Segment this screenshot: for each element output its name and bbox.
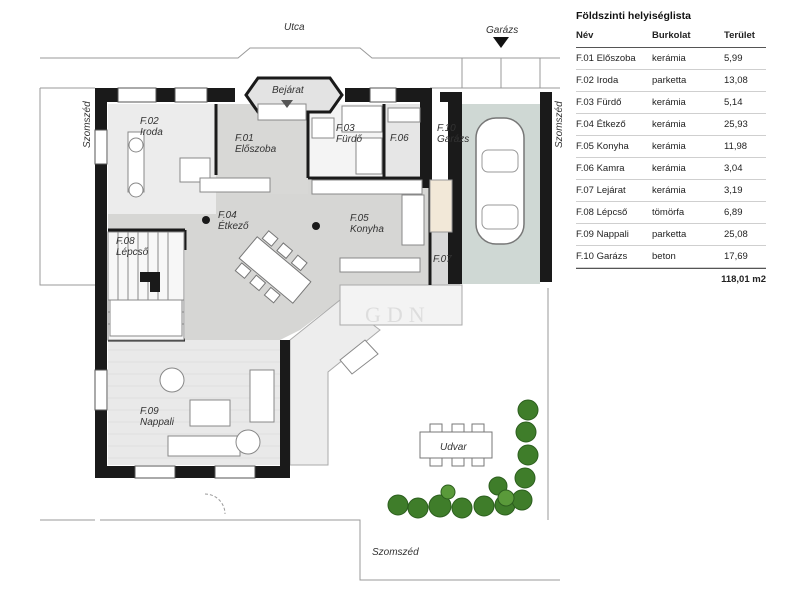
row-area: 5,99	[724, 47, 766, 70]
room-f02-name: Iroda	[140, 127, 163, 138]
deck-chair	[339, 339, 379, 375]
dining-table	[234, 230, 312, 304]
room-f08-code: F.08	[116, 236, 135, 247]
room-f08-name: Lépcső	[116, 247, 149, 258]
room-f02-code: F.02	[140, 116, 159, 127]
garage-entry-label: Garázs	[486, 25, 518, 36]
fence-left	[39, 88, 95, 286]
row-name: F.02 Iroda	[576, 69, 652, 92]
neighbor-left-label: Szomszéd	[82, 101, 93, 148]
row-floor: parketta	[652, 223, 724, 246]
entrance-label: Bejárat	[272, 85, 305, 96]
row-area: 13,08	[724, 69, 766, 92]
row-area: 3,19	[724, 179, 766, 202]
garden-table	[419, 423, 493, 467]
row-floor: parketta	[652, 69, 724, 92]
row-name: F.04 Étkező	[576, 113, 652, 136]
floor-plan: GDN Utca Garázs Bejárat Szomszéd Szomszé…	[39, 22, 565, 581]
room-list-panel: Földszinti helyiséglista Név Burkolat Te…	[576, 10, 766, 285]
watermark: GDN	[365, 302, 431, 327]
room-f07-code: F.07	[433, 254, 452, 265]
column-2	[312, 222, 320, 230]
door-swing	[204, 493, 226, 515]
row-area: 6,89	[724, 201, 766, 224]
row-area: 11,98	[724, 135, 766, 158]
row-name: F.03 Fürdő	[576, 91, 652, 114]
room-f01-name: Előszoba	[235, 144, 277, 155]
row-name: F.09 Nappali	[576, 223, 652, 246]
room-list-header-row: Név Burkolat Terület	[576, 30, 766, 48]
kitchen-terrace	[339, 284, 463, 326]
garage-stair	[429, 179, 453, 233]
row-floor: kerámia	[652, 135, 724, 158]
row-floor: kerámia	[652, 179, 724, 202]
room-f10-code: F.10	[437, 123, 456, 134]
room-f05-code: F.05	[350, 213, 369, 224]
row-name: F.07 Lejárat	[576, 179, 652, 202]
windows	[94, 87, 397, 479]
row-area: 17,69	[724, 245, 766, 268]
street-label: Utca	[284, 22, 305, 33]
room-f10-name: Garázs	[437, 134, 469, 145]
room-f06-code: F.06	[390, 133, 409, 144]
room-f03-name: Fürdő	[336, 134, 363, 145]
column-1	[202, 216, 210, 224]
row-name: F.08 Lépcső	[576, 201, 652, 224]
neighbor-right-label: Szomszéd	[554, 101, 565, 148]
room-f04-code: F.04	[218, 210, 237, 221]
row-floor: tömörfa	[652, 201, 724, 224]
car-icon	[475, 117, 525, 245]
room-f09-code: F.09	[140, 406, 159, 417]
header-area: Terület	[724, 30, 766, 48]
header-name: Név	[576, 30, 652, 48]
row-area: 5,14	[724, 91, 766, 114]
neighbor-bottom-label: Szomszéd	[372, 547, 419, 558]
row-floor: kerámia	[652, 91, 724, 114]
room-list-title: Földszinti helyiséglista	[576, 10, 691, 22]
row-floor: kerámia	[652, 47, 724, 70]
row-area: 25,08	[724, 223, 766, 246]
room-f04-name: Étkező	[218, 219, 249, 232]
room-f09-name: Nappali	[140, 417, 175, 428]
street-line	[40, 47, 560, 59]
stair-core	[140, 272, 160, 292]
room-f03-code: F.03	[336, 123, 355, 134]
row-name: F.01 Előszoba	[576, 47, 652, 70]
total-area: 118,01 m2	[576, 268, 766, 285]
fence-bottom-left	[40, 519, 560, 581]
yard-label: Udvar	[440, 442, 467, 453]
row-area: 25,93	[724, 113, 766, 136]
row-floor: kerámia	[652, 113, 724, 136]
header-floor: Burkolat	[652, 30, 724, 48]
row-name: F.10 Garázs	[576, 245, 652, 268]
row-name: F.05 Konyha	[576, 135, 652, 158]
room-f01-code: F.01	[235, 133, 254, 144]
room-f05-name: Konyha	[350, 224, 384, 235]
entrance-arrow-icon	[281, 100, 293, 108]
row-name: F.06 Kamra	[576, 157, 652, 180]
row-area: 3,04	[724, 157, 766, 180]
furniture	[109, 103, 425, 457]
garden-shrubs	[387, 399, 539, 519]
arrow-down-icon	[493, 37, 509, 48]
row-floor: kerámia	[652, 157, 724, 180]
row-floor: beton	[652, 245, 724, 268]
